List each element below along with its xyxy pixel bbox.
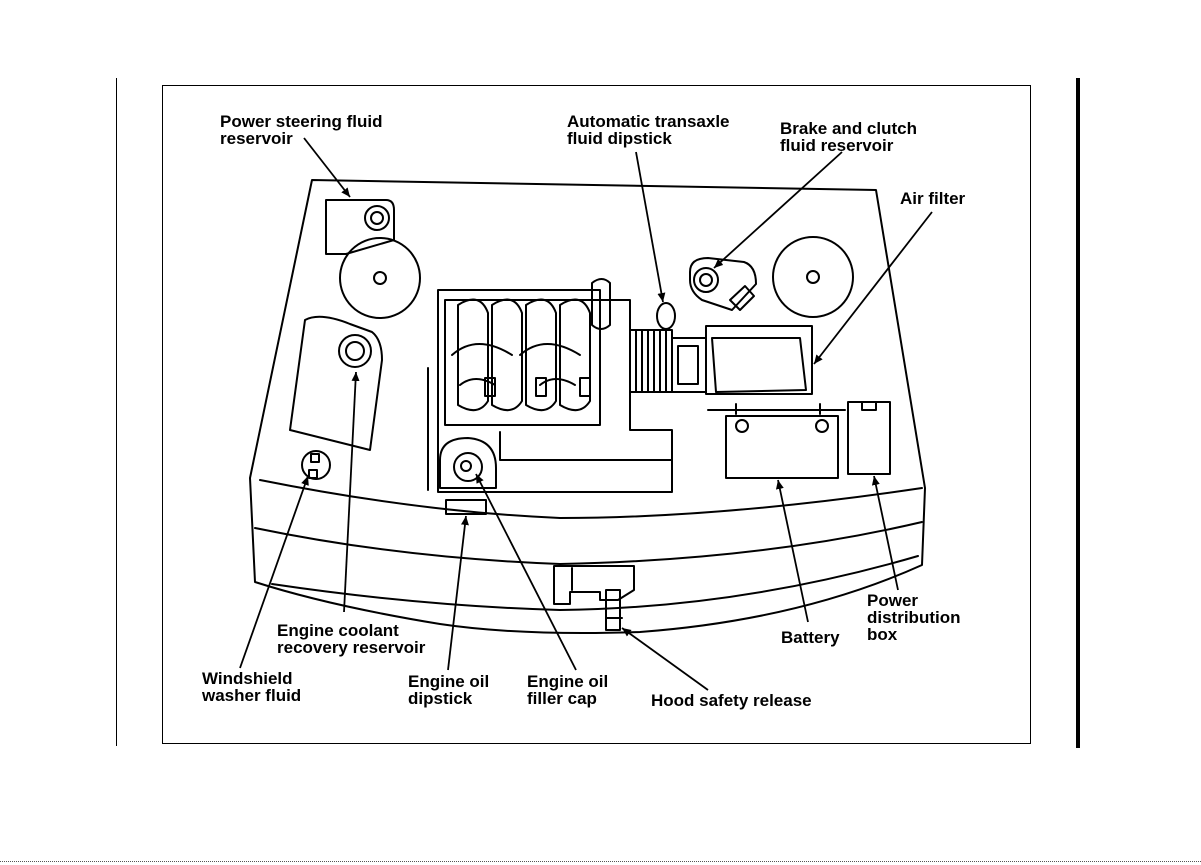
label-engine-oil-dipstick: Engine oil dipstick — [408, 673, 489, 707]
hood-safety-release — [554, 566, 634, 604]
pulley-right — [773, 237, 853, 317]
fender-line-middle — [255, 522, 922, 564]
leader-brake-clutch — [714, 152, 842, 268]
intake-runner-1 — [458, 300, 488, 411]
leader-air-filter — [814, 212, 932, 364]
intake-runner-2 — [492, 300, 522, 411]
label-air-filter: Air filter — [900, 190, 965, 207]
label-power-steering-reservoir: Power steering fluid reservoir — [220, 113, 382, 147]
label-battery: Battery — [781, 629, 840, 646]
transaxle-dipstick-handle — [657, 303, 675, 329]
brake-clutch-reservoir — [690, 258, 756, 310]
battery-case — [726, 416, 838, 478]
intake-runner-4 — [560, 300, 590, 411]
leader-coolant — [344, 372, 356, 612]
leader-transaxle-dipstick — [636, 152, 663, 302]
intake-runner-3 — [526, 300, 556, 411]
label-windshield-washer-fluid: Windshield washer fluid — [202, 670, 301, 704]
pulley-left — [340, 238, 420, 318]
coolant-reservoir — [290, 317, 382, 450]
power-distribution-box — [848, 402, 890, 474]
label-hood-safety-release: Hood safety release — [651, 692, 812, 709]
leader-oil-filler — [476, 474, 576, 670]
label-engine-coolant-reservoir: Engine coolant recovery reservoir — [277, 622, 425, 656]
fender-line-upper — [260, 480, 922, 518]
leader-battery — [778, 480, 808, 622]
label-brake-clutch-reservoir: Brake and clutch fluid reservoir — [780, 120, 917, 154]
leader-hood-release — [622, 628, 708, 690]
leader-oil-dipstick — [448, 516, 466, 670]
label-automatic-transaxle-dipstick: Automatic transaxle fluid dipstick — [567, 113, 730, 147]
label-engine-oil-filler-cap: Engine oil filler cap — [527, 673, 608, 707]
label-power-distribution-box: Power distribution box — [867, 592, 960, 643]
